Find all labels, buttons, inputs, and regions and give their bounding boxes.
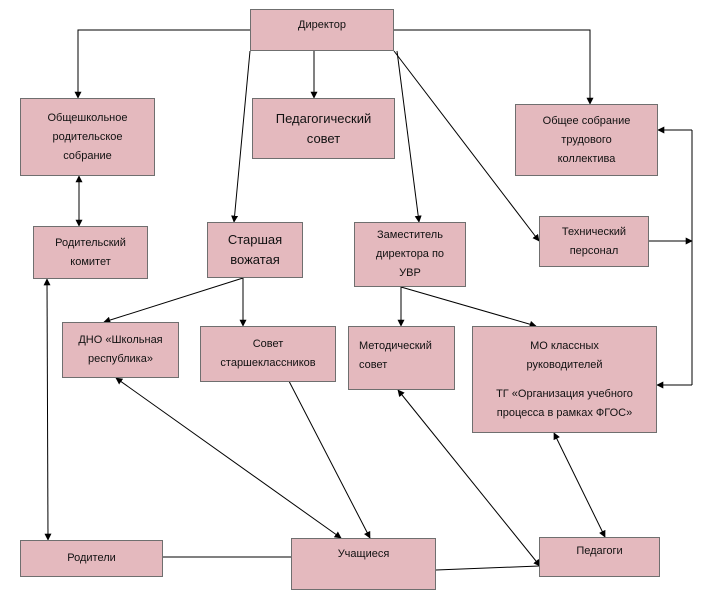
node-parents: Родители xyxy=(20,540,163,577)
edge-method-council-teachers xyxy=(397,389,541,567)
node-dno-line2: республика» xyxy=(88,353,153,365)
edge-director-to-tech-staff xyxy=(393,50,540,242)
node-students-label: Учащиеся xyxy=(337,548,390,560)
node-mo-teachers-line3: ТГ «Организация учебного xyxy=(496,387,633,400)
node-parent-committee-line2: комитет xyxy=(70,255,111,268)
node-deputy-line1: Заместитель xyxy=(377,229,443,241)
node-mo-teachers-line2: руководителей xyxy=(526,358,603,371)
node-teachers: Педагоги xyxy=(539,537,660,577)
node-director: Директор xyxy=(250,9,394,51)
node-dno: ДНО «Школьная республика» xyxy=(62,322,179,378)
node-parent-meeting-line1: Общешкольное xyxy=(47,111,128,124)
node-labor-meeting-line2: трудового xyxy=(561,133,612,146)
node-parent-committee-line1: Родительский xyxy=(55,236,126,249)
node-method-council-line2: совет xyxy=(359,359,388,371)
edge-students-teachers xyxy=(435,565,540,571)
edge-director-to-labor-meeting xyxy=(394,29,594,105)
node-parent-meeting-line3: собрание xyxy=(63,149,112,162)
node-senior-counselor-line1: Старшая xyxy=(227,232,283,247)
node-labor-meeting-line1: Общее собрание xyxy=(542,114,631,127)
node-ped-council: Педагогический совет xyxy=(252,98,395,159)
node-method-council: Методический совет xyxy=(348,326,455,390)
node-deputy: Заместитель директора по УВР xyxy=(354,222,466,287)
node-senior-counselor-line2: вожатая xyxy=(230,252,280,267)
node-senior-council-line1: Совет xyxy=(252,338,284,350)
node-dno-line1: ДНО «Школьная xyxy=(78,334,163,346)
edge-counselor-to-dno xyxy=(103,277,244,324)
node-mo-teachers-line4: процесса в рамках ФГОС» xyxy=(496,406,633,419)
node-mo-teachers-line1: МО классных xyxy=(530,339,599,352)
edge-dno-students xyxy=(115,377,342,539)
node-deputy-line2: директора по xyxy=(375,248,445,260)
node-tech-staff-line2: персонал xyxy=(569,244,619,257)
edge-committee-parents xyxy=(43,278,52,541)
node-tech-staff: Технический персонал xyxy=(539,216,649,267)
node-labor-meeting: Общее собрание трудового коллектива xyxy=(515,104,658,176)
node-labor-meeting-line3: коллектива xyxy=(557,152,616,165)
node-students: Учащиеся xyxy=(291,538,436,590)
node-method-council-line1: Методический xyxy=(359,340,432,352)
edge-director-to-deputy xyxy=(396,50,422,223)
edge-deputy-to-mo-teachers xyxy=(400,286,537,328)
node-director-label: Директор xyxy=(298,19,346,31)
edge-director-to-parent-meeting xyxy=(74,29,250,99)
node-parent-meeting: Общешкольное родительское собрание xyxy=(20,98,155,176)
node-parents-label: Родители xyxy=(67,552,116,564)
node-ped-council-line1: Педагогический xyxy=(275,110,372,126)
edge-senior-council-students xyxy=(275,355,371,539)
node-mo-teachers: МО классных руководителей ТГ «Организаци… xyxy=(472,326,657,433)
node-senior-counselor: Старшая вожатая xyxy=(207,222,303,278)
node-tech-staff-line1: Технический xyxy=(561,225,627,238)
node-deputy-line3: УВР xyxy=(399,267,421,279)
node-ped-council-line2: совет xyxy=(306,130,341,146)
node-parent-meeting-line2: родительское xyxy=(52,130,123,143)
node-parent-committee: Родительский комитет xyxy=(33,226,148,279)
node-senior-council-line2: старшеклассников xyxy=(220,357,316,369)
edge-director-to-senior-counselor xyxy=(231,50,251,223)
edge-mo-teachers-teachers xyxy=(553,432,606,538)
node-teachers-label: Педагоги xyxy=(576,545,623,557)
node-senior-council: Совет старшеклассников xyxy=(200,326,336,382)
